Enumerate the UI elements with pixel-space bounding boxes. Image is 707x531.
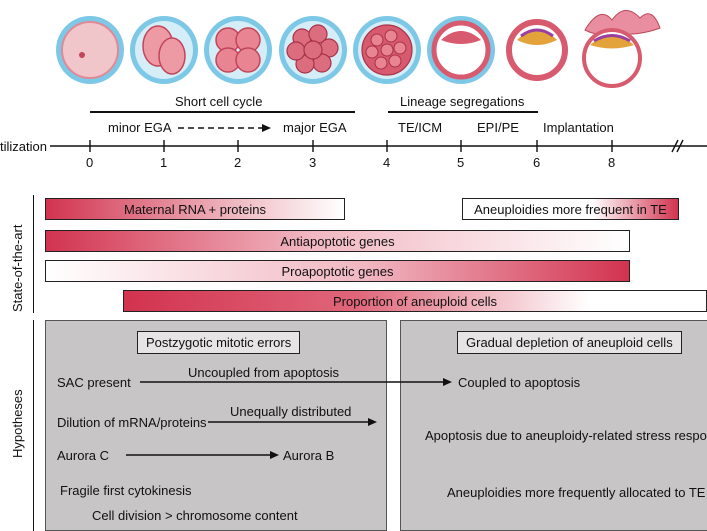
postzygotic-errors-title: Postzygotic mitotic errors	[137, 331, 301, 354]
tick-label-8: 8	[608, 155, 616, 170]
tick-label-2: 2	[234, 155, 242, 170]
bar-aneuploidies-te: Aneuploidies more frequent in TE	[462, 198, 679, 220]
tick-label-3: 3	[309, 155, 317, 170]
zygote-icon	[56, 16, 124, 84]
bar-maternal-rna: Maternal RNA + proteins	[45, 198, 345, 220]
minor-ega-label: minor EGA	[108, 120, 172, 135]
apoptosis-stress-text: Apoptosis due to aneuploidy-related stre…	[425, 428, 707, 443]
fertilization-label: tilization	[0, 139, 47, 154]
short-cell-cycle-label: Short cell cycle	[175, 94, 263, 109]
state-of-art-bracket	[33, 195, 34, 313]
arrow-sac-to-coupled	[140, 378, 452, 386]
bar-antiapoptotic: Antiapoptotic genes	[45, 230, 630, 252]
coupled-apoptosis-text: Coupled to apoptosis	[458, 375, 581, 390]
major-ega-label: major EGA	[283, 120, 347, 135]
aurora-c-text: Aurora C	[57, 448, 110, 463]
blastocyst-icon	[505, 18, 569, 82]
lineage-segregations-label: Lineage segregations	[400, 94, 525, 109]
implanting-blastocyst-icon	[582, 10, 661, 88]
implantation-label: Implantation	[543, 120, 614, 135]
bar-antiapoptotic-label: Antiapoptotic genes	[280, 233, 395, 249]
two-cell-icon	[130, 16, 198, 84]
eight-cell-icon	[279, 16, 347, 84]
sac-present-text: SAC present	[57, 375, 131, 390]
hypothesis-arrows	[126, 378, 452, 459]
morula-icon	[353, 16, 421, 84]
bar-proapoptotic-label: Proapoptotic genes	[281, 263, 394, 279]
embryo-stages-illustration	[56, 10, 661, 88]
bar-aneuploid-proportion: Proportion of aneuploid cells	[123, 290, 707, 312]
bar-aneuploidies-te-label: Aneuploidies more frequent in TE	[474, 201, 667, 217]
bar-maternal-rna-label: Maternal RNA + proteins	[124, 201, 266, 217]
unequal-arrow-label: Unequally distributed	[230, 404, 352, 419]
bar-proapoptotic: Proapoptotic genes	[45, 260, 630, 282]
gradual-depletion-title: Gradual depletion of aneuploid cells	[457, 331, 682, 354]
early-blastocyst-icon	[427, 16, 495, 84]
dilution-text: Dilution of mRNA/proteins	[57, 415, 207, 430]
tick-label-0: 0	[86, 155, 94, 170]
timeline-axis	[50, 111, 707, 153]
bar-aneuploid-proportion-label: Proportion of aneuploid cells	[332, 293, 498, 309]
cell-division-text: Cell division > chromosome content	[92, 508, 298, 523]
hypotheses-bracket	[33, 320, 34, 531]
arrow-dilution	[208, 418, 377, 426]
uncoupled-arrow-label: Uncoupled from apoptosis	[188, 365, 340, 380]
state-of-the-art-label: State-of-the-art	[10, 224, 25, 312]
tick-label-4: 4	[383, 155, 391, 170]
aneuploidies-te-allocation-text: Aneuploidies more frequently allocated t…	[447, 485, 706, 500]
tick-label-5: 5	[457, 155, 465, 170]
arrow-aurora	[126, 451, 279, 459]
tick-label-1: 1	[160, 155, 168, 170]
four-cell-icon	[204, 16, 272, 84]
left-hypothesis-panel	[45, 320, 387, 531]
aurora-b-text: Aurora B	[283, 448, 335, 463]
tick-label-6: 6	[533, 155, 541, 170]
te-icm-label: TE/ICM	[398, 120, 443, 135]
fragile-cytokinesis-text: Fragile first cytokinesis	[60, 483, 192, 498]
epi-pe-label: EPI/PE	[477, 120, 519, 135]
